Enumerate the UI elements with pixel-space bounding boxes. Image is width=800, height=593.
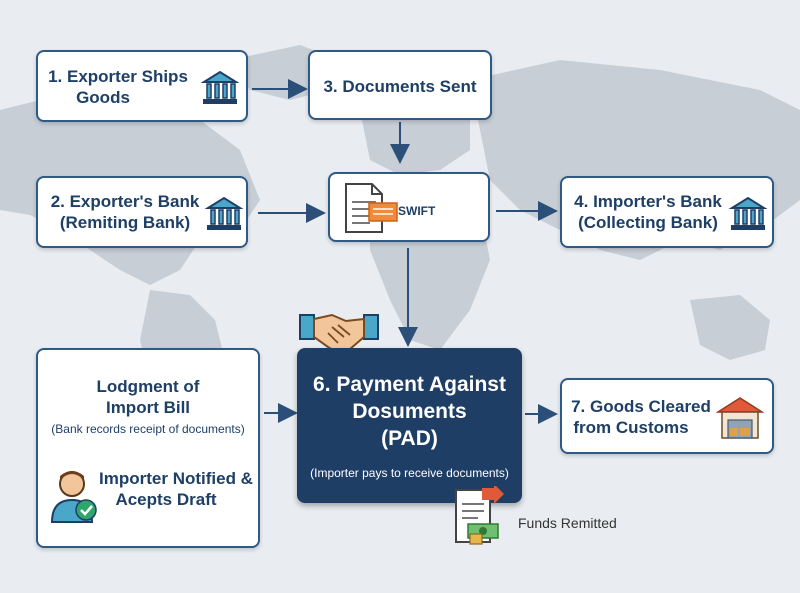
step-6-line1: 6. Payment Against bbox=[313, 373, 506, 396]
lodgment-line2: Import Bill bbox=[105, 398, 191, 417]
funds-document-icon bbox=[455, 486, 504, 545]
step-4-line2: (Collecting Bank) bbox=[578, 213, 718, 232]
step-6-note: (Importer pays to receive documents) bbox=[310, 466, 509, 480]
step-1-box: 1. Exporter Ships Goods bbox=[36, 50, 248, 122]
step-1-line1: 1. Exporter Ships bbox=[48, 67, 188, 86]
notified-line2: Acepts Draft bbox=[115, 490, 217, 509]
envelope-icon bbox=[368, 202, 398, 222]
step-6-line3: (PAD) bbox=[381, 427, 438, 450]
step-2-line1: 2. Exporter's Bank bbox=[50, 192, 200, 211]
bank-icon bbox=[204, 196, 244, 230]
lodgment-box: Lodgment of Import Bill (Bank records re… bbox=[36, 348, 260, 548]
step-1-line2: Goods bbox=[76, 88, 130, 107]
lodgment-line1: Lodgment of bbox=[96, 377, 200, 396]
bank-icon bbox=[728, 196, 768, 230]
notified-line1: Importer Notified & bbox=[99, 469, 253, 488]
swift-label: SWIFT bbox=[398, 204, 436, 218]
step-3-label: 3. Documents Sent bbox=[323, 77, 477, 96]
step-7-box: 7. Goods Cleared from Customs bbox=[560, 378, 774, 454]
step-6-line2: Dosuments bbox=[352, 400, 467, 423]
step-7-line1: 7. Goods Cleared bbox=[571, 397, 711, 416]
handshake-icon bbox=[299, 313, 379, 355]
step-2-box: 2. Exporter's Bank (Remiting Bank) bbox=[36, 176, 248, 248]
step-6-box: 6. Payment Against Dosuments (PAD) (Impo… bbox=[297, 348, 522, 503]
swift-box: SWIFT bbox=[328, 172, 490, 242]
step-4-line1: 4. Importer's Bank bbox=[574, 192, 722, 211]
step-2-line2: (Remiting Bank) bbox=[59, 213, 191, 232]
person-check-icon bbox=[50, 471, 97, 523]
step-4-box: 4. Importer's Bank (Collecting Bank) bbox=[560, 176, 774, 248]
step-7-line2: from Customs bbox=[573, 418, 689, 437]
funds-remitted-label: Funds Remitted bbox=[518, 515, 617, 531]
step-3-box: 3. Documents Sent bbox=[308, 50, 492, 120]
bank-icon bbox=[200, 70, 240, 104]
warehouse-icon bbox=[716, 397, 764, 439]
lodgment-note: (Bank records receipt of documents) bbox=[51, 422, 245, 436]
